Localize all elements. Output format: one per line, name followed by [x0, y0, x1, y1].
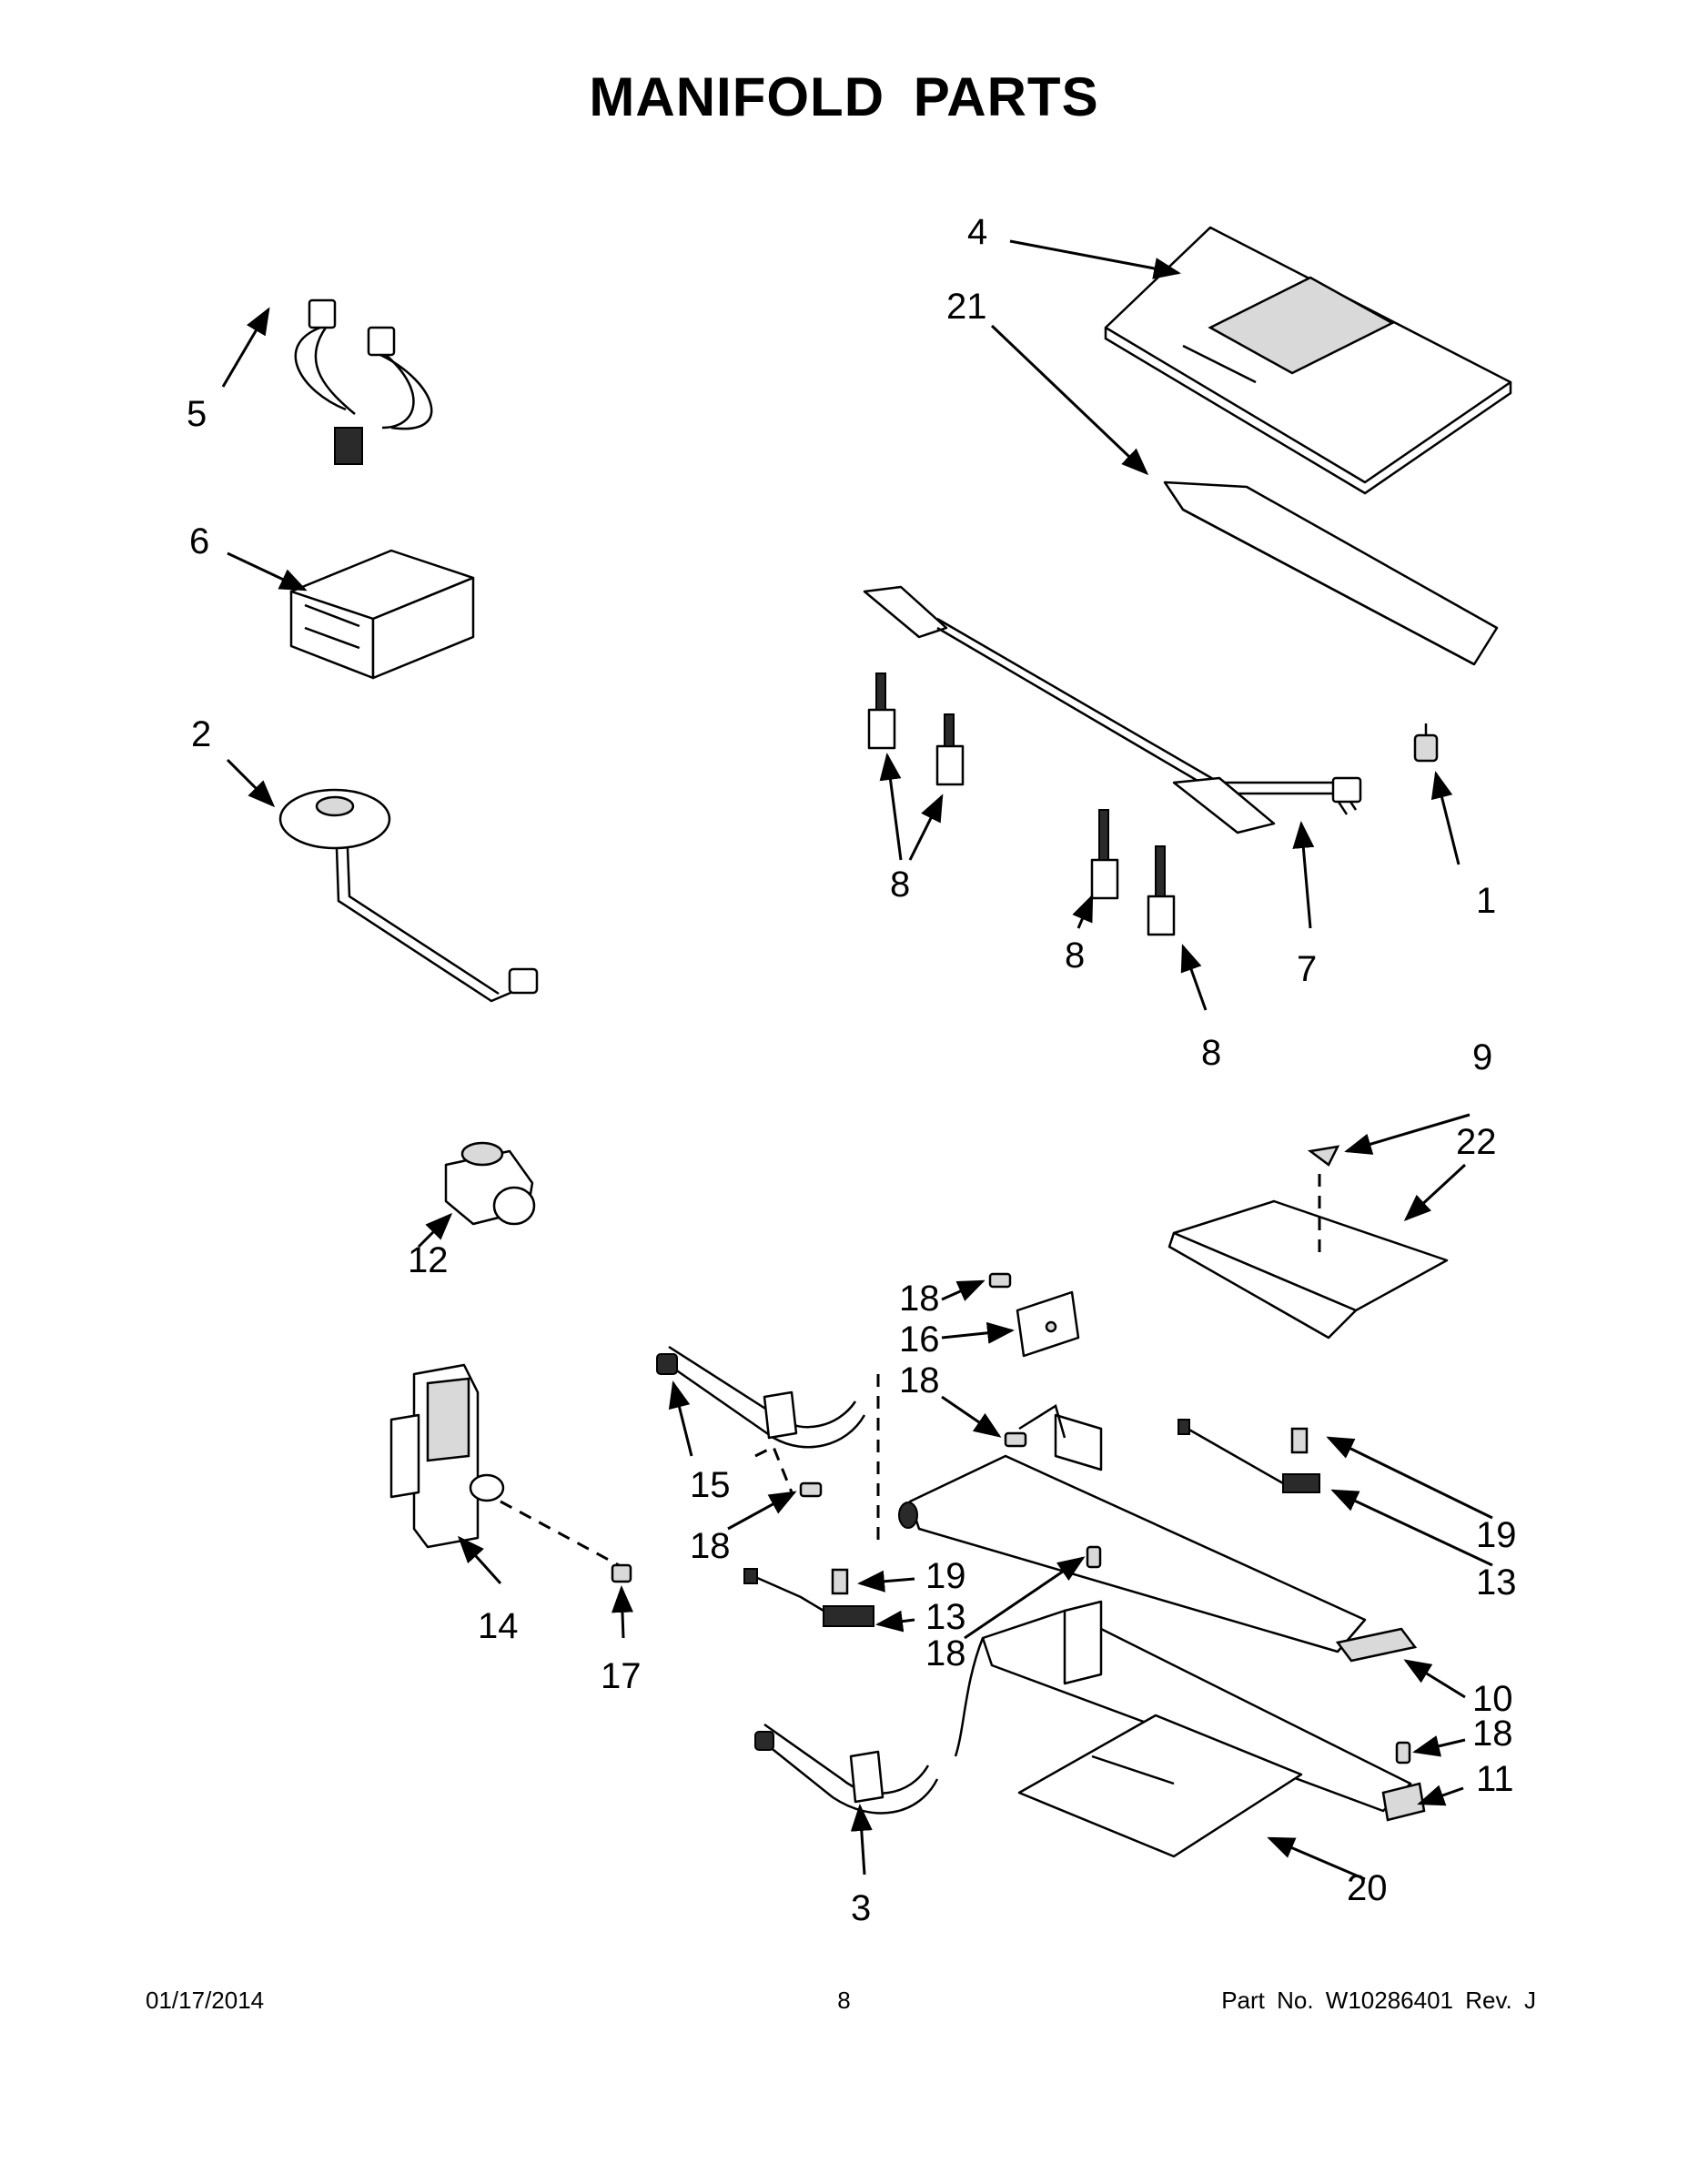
callout-3: 3 — [851, 1888, 871, 1928]
callout-11: 11 — [1476, 1759, 1514, 1799]
part-3-orifice-tube — [754, 1723, 939, 1815]
callout-13b: 13 — [925, 1597, 966, 1637]
callout-22: 22 — [1456, 1122, 1497, 1162]
leader-arrows — [221, 239, 1493, 1881]
callout-1: 1 — [1476, 881, 1496, 921]
part-14-valve-bracket — [389, 1363, 620, 1567]
callout-20: 20 — [1347, 1868, 1388, 1908]
callout-21: 21 — [946, 287, 987, 327]
part-13-igniter-right — [1178, 1419, 1320, 1493]
part-13-igniter-left — [743, 1568, 874, 1627]
callout-12: 12 — [408, 1240, 449, 1280]
callout-18d: 18 — [925, 1633, 966, 1673]
part-11-burner-tube — [954, 1600, 1426, 1822]
callout-16: 16 — [899, 1320, 940, 1360]
callout-18a: 18 — [899, 1279, 940, 1319]
part-2-burner — [278, 788, 539, 1003]
callout-2: 2 — [191, 714, 211, 754]
callout-14: 14 — [478, 1606, 519, 1646]
callout-8a: 8 — [890, 864, 910, 905]
part-22-shield — [1167, 1145, 1449, 1340]
callout-7: 7 — [1297, 949, 1317, 989]
part-6-control-module — [289, 549, 475, 680]
callout-8b: 8 — [1065, 935, 1085, 976]
page-title: MANIFOLD PARTS — [589, 66, 1099, 127]
part-10-burner-tube — [898, 1413, 1418, 1663]
footer-page-number: 8 — [837, 1987, 851, 2014]
callout-10: 10 — [1472, 1679, 1513, 1719]
part-12-regulator — [444, 1141, 536, 1226]
assembly-line-c — [1018, 1404, 1066, 1439]
callout-13a: 13 — [1476, 1562, 1517, 1603]
callout-19b: 19 — [925, 1556, 966, 1596]
part-17-nut — [611, 1563, 632, 1583]
callout-18c: 18 — [690, 1526, 731, 1566]
part-4-cover-panel — [1104, 226, 1512, 495]
callout-8c: 8 — [1201, 1033, 1221, 1073]
footer-date: 01/17/2014 — [146, 1987, 265, 2014]
callout-5: 5 — [187, 394, 207, 434]
callout-18b: 18 — [899, 1360, 940, 1400]
callout-labels: 4 21 5 6 2 1 7 8 8 8 9 22 12 18 16 18 15… — [187, 212, 1517, 1928]
part-21-heat-shield — [1163, 480, 1499, 666]
callout-9: 9 — [1472, 1037, 1492, 1077]
callout-18e: 18 — [1472, 1714, 1513, 1754]
part-15-orifice-tube — [656, 1345, 866, 1449]
part-20-shield — [1017, 1714, 1303, 1858]
part-16-bracket — [1016, 1290, 1080, 1358]
footer-part-number: Part No. W10286401 Rev. J — [1221, 1987, 1536, 2014]
part-5-wire-harness — [294, 298, 433, 465]
callout-17: 17 — [601, 1656, 642, 1696]
part-1-screw — [1413, 723, 1439, 763]
assembly-line-b — [754, 1444, 793, 1493]
part-8-valves — [867, 672, 1176, 936]
part-18-screws — [799, 1272, 1411, 1764]
part-7-manifold-pipe — [863, 585, 1362, 834]
callout-6: 6 — [189, 521, 209, 561]
callout-19a: 19 — [1476, 1515, 1517, 1555]
callout-4: 4 — [967, 212, 987, 252]
callout-15: 15 — [690, 1465, 731, 1505]
